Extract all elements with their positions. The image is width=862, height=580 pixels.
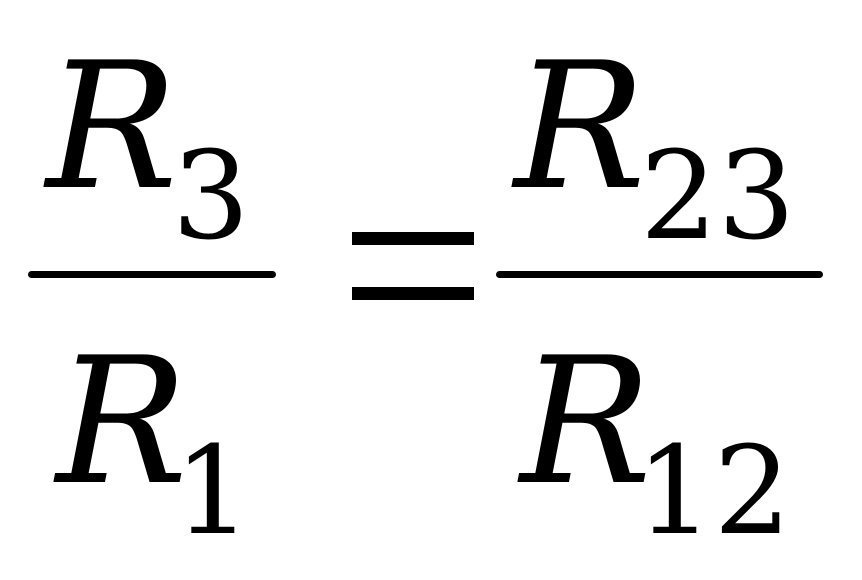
right-numerator-subscript: 23 bbox=[640, 125, 796, 267]
equals-sign-top-bar bbox=[352, 232, 474, 245]
right-denominator-subscript: 12 bbox=[636, 420, 792, 562]
right-denominator-symbol: R bbox=[520, 321, 652, 524]
left-fraction-bar bbox=[28, 271, 276, 278]
equals-sign-bottom-bar bbox=[352, 287, 474, 300]
left-denominator-subscript: 1 bbox=[174, 420, 252, 562]
left-denominator-symbol: R bbox=[56, 321, 188, 524]
right-fraction-bar bbox=[496, 271, 823, 278]
left-numerator-subscript: 3 bbox=[172, 125, 250, 267]
right-numerator-symbol: R bbox=[514, 26, 646, 229]
left-numerator-symbol: R bbox=[46, 26, 178, 229]
